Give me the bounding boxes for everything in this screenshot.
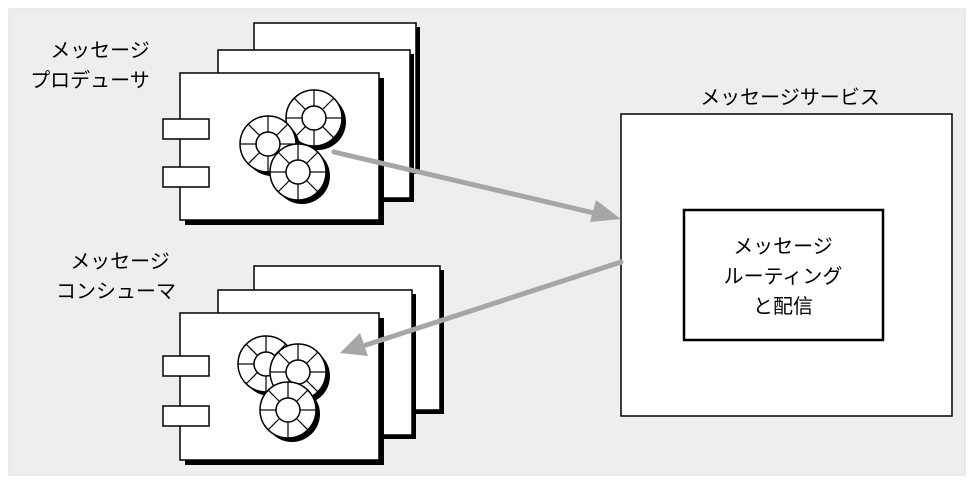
routing-delivery-box [682,208,885,342]
consumer-gear-icon-bottom [259,381,320,442]
producer-component-stack [162,22,420,225]
message-service-label: メッセージサービス [700,85,880,109]
consumer-connector-bottom [162,405,210,427]
producer-gear-icon-top [285,89,346,150]
producer-gear-icon-front [269,143,330,204]
consumer-label-line2: コンシューマ [56,279,176,303]
service-to-consumer-arrow [340,259,624,356]
producer-label-line1: メッセージ [50,38,150,62]
routing-label-line1: メッセージ [733,234,833,258]
routing-label-line3: と配信 [753,294,813,318]
producer-page-front [179,72,384,225]
routing-label-line2: ルーティング [724,264,843,288]
producer-to-service-arrow [331,149,621,222]
producer-connector-top [162,118,210,140]
consumer-connector-top [162,355,210,377]
producer-connector-bottom [162,166,210,188]
producer-label-line2: プロデューサ [30,68,150,92]
consumer-label-line1: メッセージ [70,249,170,273]
